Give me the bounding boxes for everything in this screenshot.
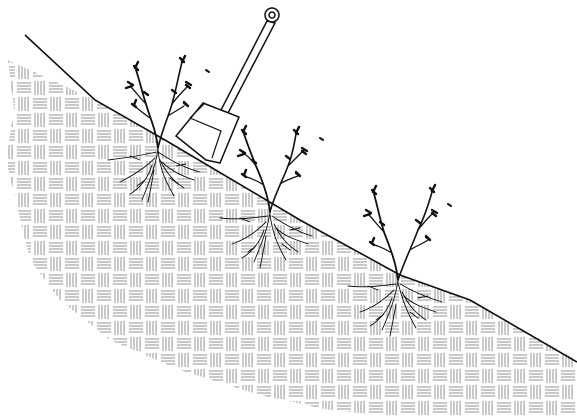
seedling [347, 183, 452, 337]
soil-edge-mask [0, 60, 400, 417]
spade [174, 7, 280, 164]
spade-blade [174, 102, 240, 164]
spade-shaft [219, 20, 277, 114]
seedling [107, 54, 210, 203]
spade-handle-ring [264, 7, 280, 23]
ground-slope-line [24, 34, 577, 363]
seedling [219, 124, 324, 269]
